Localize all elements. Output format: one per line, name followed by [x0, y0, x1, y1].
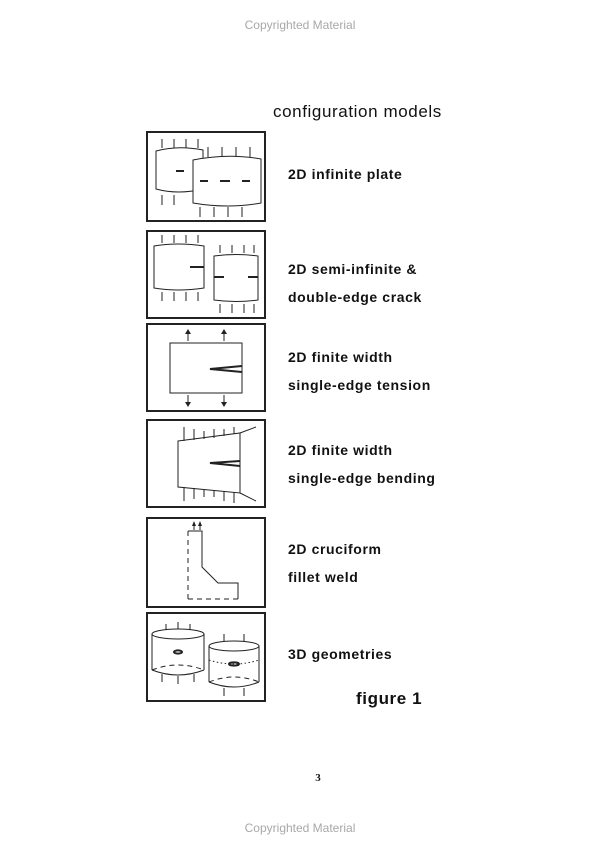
label-cruciform-line-1: 2D cruciform	[288, 541, 382, 557]
label-bending-line-2: single-edge bending	[288, 470, 436, 486]
label-tension-line-2: single-edge tension	[288, 377, 431, 393]
panel-cruciform-fillet-weld	[146, 517, 266, 608]
label-cruciform-line-2: fillet weld	[288, 569, 359, 585]
label-semi-infinite-line-1: 2D semi-infinite &	[288, 261, 418, 277]
watermark-bottom: Copyrighted Material	[244, 821, 356, 835]
single-edge-tension-sketch	[169, 329, 243, 407]
panel-double-edge-crack	[146, 230, 266, 319]
watermark-top: Copyrighted Material	[244, 18, 356, 32]
label-semi-infinite-line-2: double-edge crack	[288, 289, 422, 305]
single-edge-bending-sketch	[177, 426, 257, 503]
diagram-heading: configuration models	[273, 102, 442, 121]
panel-single-edge-bending	[146, 419, 266, 508]
label-3d-geometries: 3D geometries	[288, 646, 393, 662]
double-edge-crack-sketch	[153, 235, 259, 313]
panel-infinite-plate	[146, 131, 266, 222]
3d-geometries-sketch	[151, 622, 260, 696]
label-bending-line-1: 2D finite width	[288, 442, 393, 458]
figure-label: figure 1	[356, 689, 423, 708]
infinite-plate-sketch	[155, 139, 262, 217]
cruciform-fillet-weld-sketch	[187, 521, 239, 600]
panel-3d-geometries	[146, 612, 266, 702]
label-tension-line-1: 2D finite width	[288, 349, 393, 365]
page-number: 3	[315, 772, 321, 784]
label-infinite-plate: 2D infinite plate	[288, 166, 403, 182]
panel-single-edge-tension	[146, 323, 266, 412]
